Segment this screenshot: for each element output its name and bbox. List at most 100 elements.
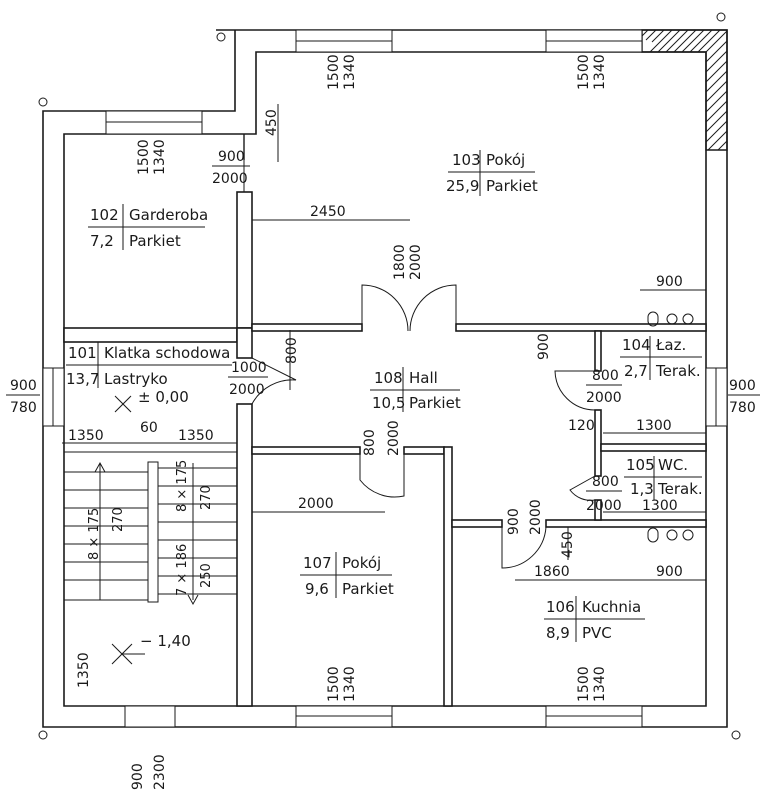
dim-door-104-h: 2000 — [586, 390, 622, 406]
dim-left-window-w: 900 — [10, 378, 37, 394]
room-101-floor: Lastryko — [104, 370, 168, 388]
room-104-label: 104 Łaz. 2,7 Terak. — [620, 336, 702, 380]
room-107-number: 107 — [303, 554, 332, 572]
dim-900-103: 900 — [656, 274, 683, 290]
chimney-hatch — [641, 29, 728, 151]
dim-1500-104: 1300 — [636, 418, 672, 434]
dim-door-105-h: 2000 — [586, 498, 622, 514]
room-107-floor: Parkiet — [342, 580, 394, 598]
dim-1350-right: 1350 — [178, 428, 214, 444]
dim-102-window-h: 1340 — [152, 139, 168, 175]
dim-door-105-w: 800 — [592, 474, 619, 490]
windows — [42, 29, 728, 728]
room-102-name: Garderoba — [129, 206, 208, 224]
room-105-name: WC. — [658, 456, 688, 474]
interior-walls — [63, 134, 707, 707]
room-108-number: 108 — [374, 369, 403, 387]
room-101-number: 101 — [68, 344, 97, 362]
room-104-number: 104 — [622, 336, 651, 354]
stairs-flight-2: 8 × 175 — [175, 460, 190, 512]
room-105-area: 1,3 — [630, 480, 654, 498]
room-105-number: 105 — [626, 456, 655, 474]
room-106-name: Kuchnia — [582, 598, 641, 616]
room-108-label: 108 Hall 10,5 Parkiet — [370, 367, 461, 412]
dim-106-window-h: 1340 — [592, 666, 608, 702]
doors — [243, 160, 596, 569]
level-marks — [111, 395, 145, 665]
dim-right-window-w: 900 — [729, 378, 756, 394]
dim-106-window-w: 1500 — [576, 666, 592, 702]
dim-door-107-w: 800 — [362, 429, 378, 456]
room-101-area: 13,7 — [66, 370, 99, 388]
dim-2000-107: 2000 — [298, 496, 334, 512]
room-103-floor: Parkiet — [486, 177, 538, 195]
dim-450-top: 450 — [264, 109, 280, 136]
room-104-name: Łaz. — [655, 336, 686, 354]
dim-double-door-w: 1800 — [392, 244, 408, 280]
dim-2450: 2450 — [310, 204, 346, 220]
room-103-area: 25,9 — [446, 177, 479, 195]
stairs-flight-3-len: 250 — [199, 563, 214, 588]
room-105-floor: Terak. — [657, 480, 703, 498]
dim-60: 60 — [140, 420, 158, 436]
dim-900-104: 900 — [536, 333, 552, 360]
room-108-floor: Parkiet — [409, 394, 461, 412]
room-105-label: 105 WC. 1,3 Terak. — [624, 456, 703, 500]
dim-top-window-1-w: 1500 — [326, 54, 342, 90]
dim-door-107-h: 2000 — [386, 420, 402, 456]
room-104-floor: Terak. — [655, 362, 701, 380]
dim-door-101-h: 2000 — [229, 382, 265, 398]
dim-900-106: 900 — [656, 564, 683, 580]
dim-door-104-w: 800 — [592, 368, 619, 384]
dim-800-101: 800 — [284, 337, 300, 364]
room-101-name: Klatka schodowa — [104, 344, 230, 362]
stairs-flight-3: 7 × 186 — [175, 544, 190, 596]
dim-102-window-w: 1500 — [136, 139, 152, 175]
dim-double-door-h: 2000 — [408, 244, 424, 280]
room-106-number: 106 — [546, 598, 575, 616]
dimension-lines — [62, 104, 706, 581]
room-103-number: 103 — [452, 151, 481, 169]
dim-1860: 1860 — [534, 564, 570, 580]
dim-door-102-w: 900 — [218, 149, 245, 165]
room-106-label: 106 Kuchnia 8,9 PVC — [544, 596, 645, 642]
room-104-area: 2,7 — [624, 362, 648, 380]
room-102-floor: Parkiet — [129, 232, 181, 250]
room-102-area: 7,2 — [90, 232, 114, 250]
dim-door-101-w: 1000 — [231, 360, 267, 376]
room-103-label: 103 Pokój 25,9 Parkiet — [446, 150, 538, 196]
room-102-label: 102 Garderoba 7,2 Parkiet — [88, 204, 208, 250]
dim-top-window-2-h: 1340 — [592, 54, 608, 90]
room-108-name: Hall — [409, 369, 438, 387]
dim-entrance-h: 2300 — [152, 754, 168, 790]
stairs-flight-1-len: 270 — [111, 507, 126, 532]
dim-top-window-2-w: 1500 — [576, 54, 592, 90]
room-107-label: 107 Pokój 9,6 Parkiet — [300, 552, 394, 598]
room-101-label: 101 Klatka schodowa 13,7 Lastryko — [66, 342, 232, 388]
stairs-flight-2-len: 270 — [199, 485, 214, 510]
room-103-name: Pokój — [486, 151, 525, 169]
level-lower: − 1,40 — [140, 632, 191, 650]
room-108-area: 10,5 — [372, 394, 405, 412]
dimension-texts: 1500 1340 1500 1340 1500 1340 1500 1340 … — [6, 54, 760, 790]
room-106-area: 8,9 — [546, 624, 570, 642]
room-102-number: 102 — [90, 206, 119, 224]
corner-markers — [38, 12, 741, 740]
dim-1350-left: 1350 — [68, 428, 104, 444]
room-107-name: Pokój — [342, 554, 381, 572]
room-107-area: 9,6 — [305, 580, 329, 598]
dim-left-window-h: 780 — [10, 400, 37, 416]
dim-door-106-h: 2000 — [528, 499, 544, 535]
dim-1350-landing: 1350 — [76, 652, 92, 688]
level-upper: ± 0,00 — [138, 388, 189, 406]
staircase — [64, 451, 237, 606]
dim-entrance-w: 900 — [130, 763, 146, 790]
dim-door-106-w: 900 — [506, 508, 522, 535]
dim-right-window-h: 780 — [729, 400, 756, 416]
dim-450-106: 450 — [560, 531, 576, 558]
room-106-floor: PVC — [582, 624, 612, 642]
stairs-flight-1: 8 × 175 — [87, 508, 102, 560]
dim-1300: 1300 — [642, 498, 678, 514]
dim-120: 120 — [568, 418, 595, 434]
